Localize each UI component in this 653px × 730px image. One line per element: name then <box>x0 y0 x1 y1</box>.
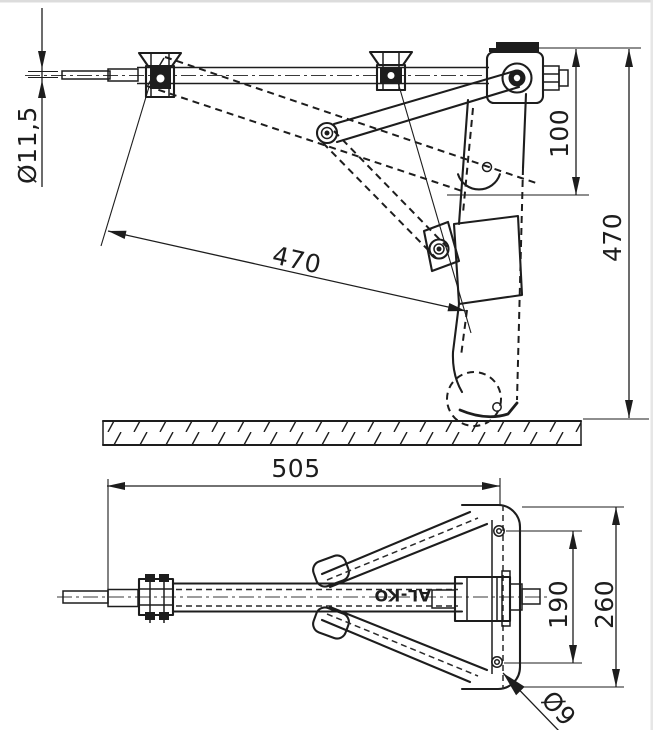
dim-overall-length: 505 <box>107 454 501 589</box>
dim-label-spindle-diameter: Ø11,5 <box>13 106 42 184</box>
crank-shaft-end <box>521 588 541 605</box>
plan-gear-box <box>431 570 541 627</box>
dim-spindle-diameter: Ø11,5 <box>13 8 58 187</box>
right-edge-artifact <box>650 0 653 730</box>
dim-tube-length: 470 <box>100 78 472 334</box>
side-view: Ø11,5 100 470 470 <box>13 8 649 447</box>
mounting-plate <box>460 503 522 691</box>
plate-hole-bottom <box>491 656 503 668</box>
spindle <box>25 66 489 85</box>
ground-hatch <box>101 419 583 447</box>
dim-hole-diameter: Ø9 <box>502 672 582 730</box>
plate-hole-top <box>493 525 505 537</box>
gear-housing <box>485 42 569 105</box>
foot-hole <box>492 402 502 412</box>
plan-view: AL-KO 505 190 260 <box>57 454 624 730</box>
strut-alt-position <box>322 130 448 259</box>
crank-bolt <box>542 65 560 91</box>
clamp-bracket-front <box>137 51 183 99</box>
brand-label: AL-KO <box>374 586 431 605</box>
leg-hole <box>481 161 493 173</box>
crank-pivot <box>501 62 533 94</box>
dim-bracket-width: 260 <box>522 506 624 688</box>
dim-label-hole-diameter: Ø9 <box>536 685 582 730</box>
dim-label-pivot-height: 100 <box>545 109 574 158</box>
dim-hole-spacing: 190 <box>504 530 582 664</box>
support-strut <box>315 70 521 145</box>
foot-disc <box>446 371 502 427</box>
stowed-tube-outline <box>146 56 537 192</box>
fork-arm-lower <box>312 605 489 684</box>
dim-label-tube-length: 470 <box>270 241 324 280</box>
leg-tube <box>446 92 528 427</box>
plan-clamp <box>137 574 175 623</box>
foot-pad <box>458 401 519 419</box>
top-edge-artifact <box>0 0 653 3</box>
plan-spindle <box>62 588 139 608</box>
leg-pivot-boss <box>456 173 501 191</box>
dim-label-overall-height: 470 <box>598 213 627 262</box>
dim-overall-height: 470 <box>583 49 649 420</box>
dim-label-hole-spacing: 190 <box>544 580 573 629</box>
dim-label-bracket-width: 260 <box>590 580 619 629</box>
clamp-bracket-rear <box>368 50 414 92</box>
fork-arm-upper <box>312 510 489 589</box>
dim-pivot-height: 100 <box>447 47 641 196</box>
dim-label-overall-length: 505 <box>271 454 320 483</box>
